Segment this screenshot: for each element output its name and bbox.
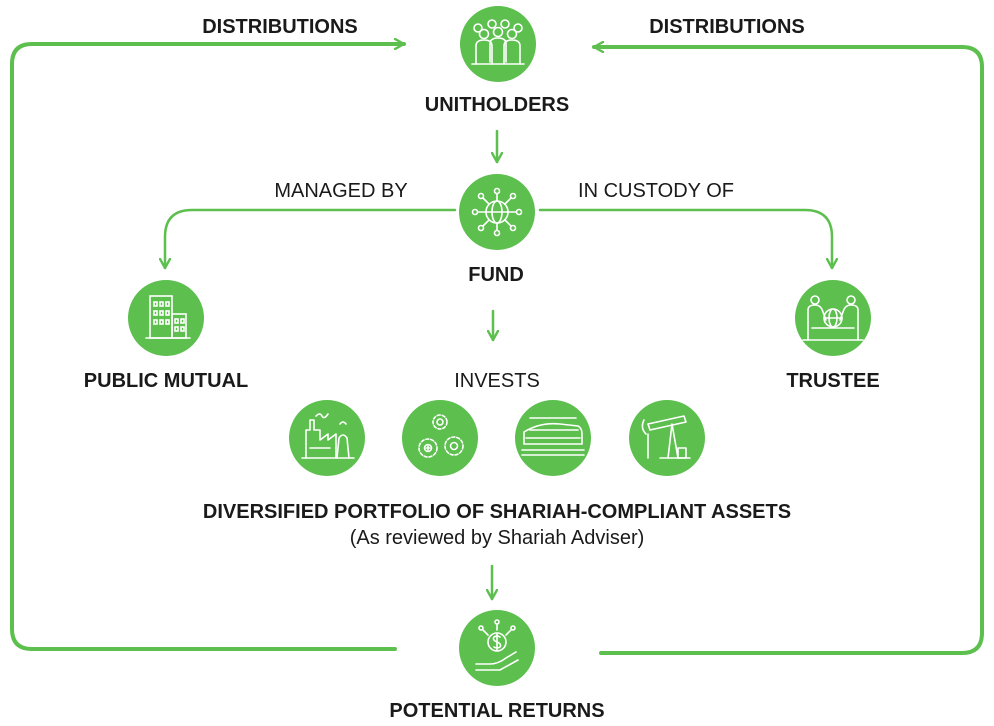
invests-label: INVESTS [454, 370, 540, 392]
office-building-icon [128, 280, 204, 356]
hand-with-dollar-coin-icon [459, 610, 535, 686]
arrow-fund-to-public-mutual [165, 208, 457, 270]
public-mutual-label: PUBLIC MUTUAL [83, 370, 249, 392]
portfolio-title: DIVERSIFIED PORTFOLIO OF SHARIAH-COMPLIA… [202, 501, 792, 523]
in-custody-of-label: IN CUSTODY OF [578, 180, 734, 202]
industrial-factory-icon [289, 400, 365, 476]
unitholders-label: UNITHOLDERS [424, 94, 570, 116]
portfolio-note: (As reviewed by Shariah Adviser) [349, 527, 645, 549]
potential-returns-label: POTENTIAL RETURNS [389, 700, 605, 722]
fund-label: FUND [468, 264, 524, 286]
distributions-label-left: DISTRIBUTIONS [202, 16, 358, 38]
high-speed-train-icon [515, 400, 591, 476]
arrow-fund-to-trustee [538, 208, 832, 270]
oil-pump-icon [629, 400, 705, 476]
managed-by-label: MANAGED BY [274, 180, 408, 202]
distribution-loop-right [592, 47, 984, 655]
group-of-people-icon [460, 6, 536, 82]
handshake-globe-icon [795, 280, 871, 356]
globe-network-icon [459, 174, 535, 250]
gears-icon [402, 400, 478, 476]
distribution-loop-left [10, 44, 406, 651]
distributions-label-right: DISTRIBUTIONS [649, 16, 805, 38]
trustee-label: TRUSTEE [786, 370, 880, 392]
